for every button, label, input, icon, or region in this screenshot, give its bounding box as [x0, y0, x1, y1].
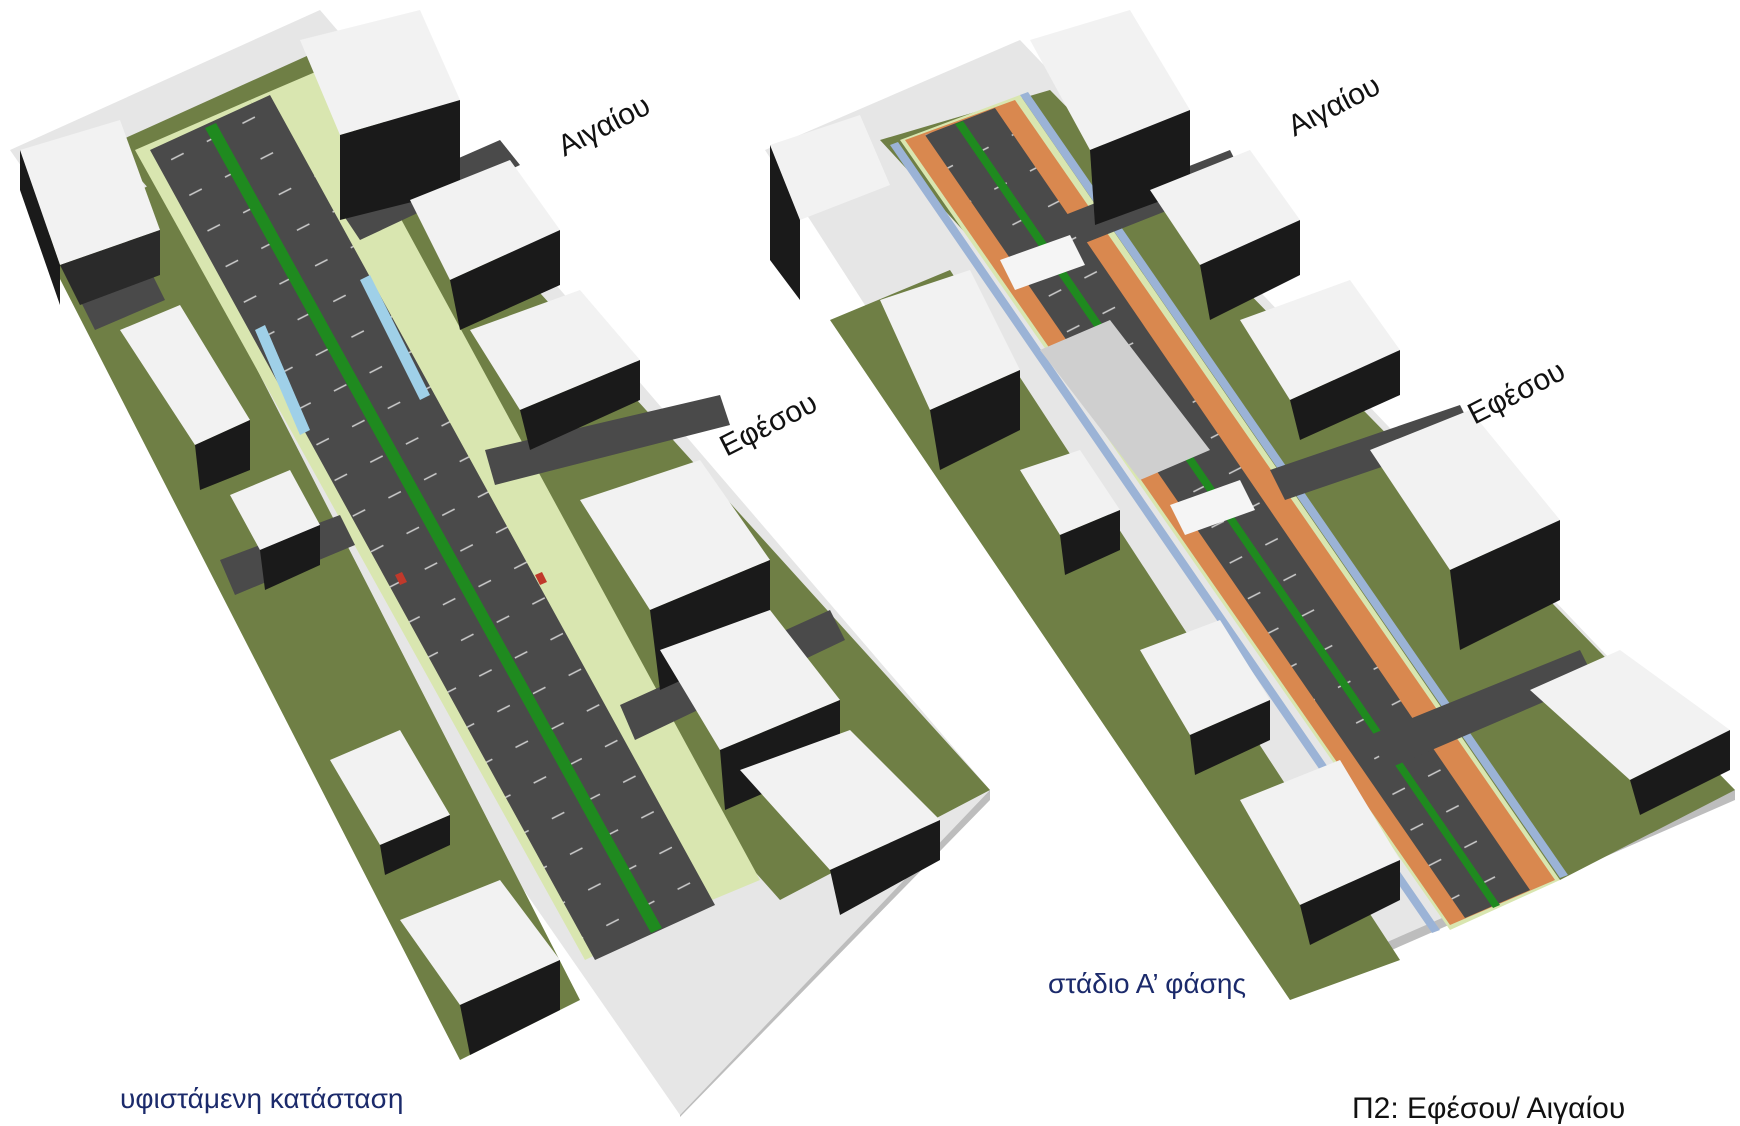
phase-a-panel — [765, 10, 1735, 1000]
caption-phase-a: στάδιο Α’ φάσης — [1048, 968, 1246, 999]
pedestrian-plaza — [1040, 320, 1210, 480]
red-marking — [395, 572, 407, 585]
red-marking — [535, 572, 547, 585]
crosswalk — [1170, 480, 1255, 535]
sheet-title: Π2: Εφέσου/ Αιγαίου — [1352, 1092, 1626, 1125]
cross-street-efesou — [485, 395, 730, 485]
bus-platform — [360, 275, 430, 400]
cross-street-aigaiou — [80, 270, 165, 330]
bike-lane — [890, 142, 1440, 933]
caption-existing-state: υφιστάμενη κατάσταση — [120, 1083, 404, 1114]
buildings — [770, 10, 1730, 945]
bus-platform — [255, 325, 310, 435]
central-median — [205, 123, 662, 933]
buildings — [20, 10, 940, 1055]
cross-street-lower — [1370, 650, 1595, 770]
crosswalk — [1000, 235, 1085, 290]
sidewalk — [250, 70, 760, 905]
existing-state-panel — [10, 10, 990, 1117]
